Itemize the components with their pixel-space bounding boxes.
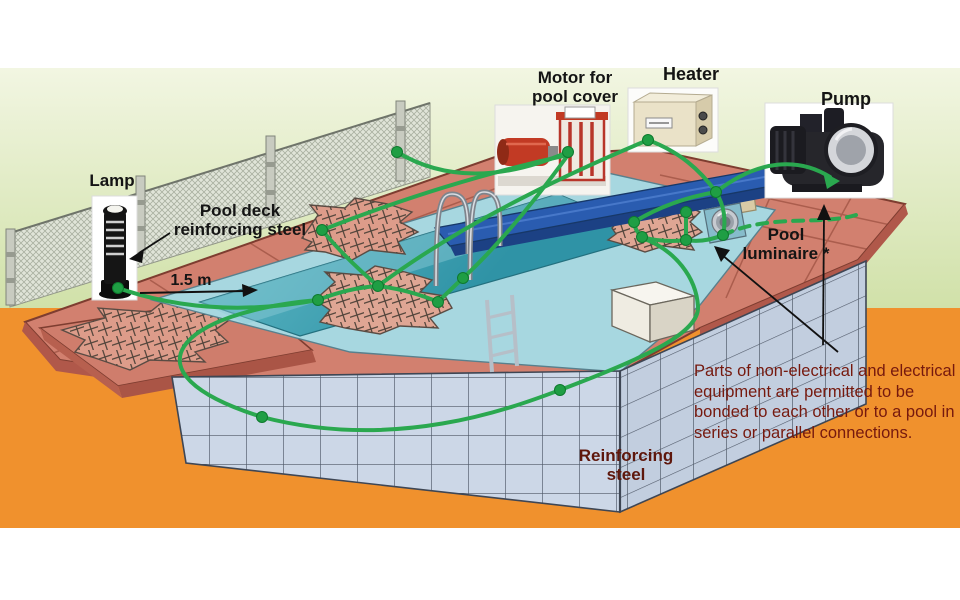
heater-label: Heater (662, 64, 720, 84)
pump-label: Pump (820, 89, 871, 109)
pool-deck-reinforcing-steel-label: Pool deck reinforcing steel (173, 201, 307, 240)
in-pool-ladder (485, 294, 519, 373)
bond-node (112, 282, 124, 294)
bonding-conductor (436, 153, 570, 304)
pointer-arrows (129, 204, 839, 353)
bonding-loop (177, 236, 701, 433)
bond-node (312, 294, 324, 306)
lamp-label: Lamp (89, 171, 135, 190)
bond-node (457, 272, 469, 284)
motor-for-pool-cover-label: Motor for pool cover (532, 68, 618, 107)
deck-box (609, 281, 697, 343)
pool-luminaire (703, 202, 747, 244)
bonding-conductor (632, 190, 718, 224)
bond-node (316, 224, 328, 236)
dimension-label: 1.5 m (170, 272, 212, 289)
pointer-arrow (817, 204, 831, 220)
bond-node (256, 411, 268, 423)
bonding-annotation-text: Parts of non-electrical and electrical e… (694, 362, 956, 442)
pool-cover-motor-illustration (494, 104, 611, 196)
bond-node (391, 146, 403, 158)
bond-node (628, 216, 640, 228)
pointer-arrow (129, 249, 144, 263)
reinforcing-steel-label: Reinforcing steel (578, 446, 674, 485)
reinforcing-mesh-patch (313, 265, 453, 335)
reinforcing-mesh-patch (59, 299, 234, 371)
bond-node (554, 384, 566, 396)
bonding-conductor (320, 153, 570, 232)
dimension-arrow (242, 284, 258, 297)
bond-node (372, 280, 384, 292)
bond-node (717, 229, 729, 241)
pool-luminaire-label: Pool luminaire * (742, 225, 830, 264)
bonding-conductor (376, 138, 650, 288)
bond-node (642, 134, 654, 146)
pointer-arrow (714, 246, 730, 262)
deck-edge-face (700, 204, 908, 340)
bond-nodes (112, 134, 729, 423)
bonding-conductor (714, 162, 832, 194)
bond-node (636, 231, 648, 243)
bond-node (562, 146, 574, 158)
bond-arrowhead (823, 172, 840, 189)
bonding-conductor (320, 228, 380, 288)
reinforcing-mesh-patch (300, 197, 420, 261)
bond-node (432, 296, 444, 308)
lamp-louvers (106, 220, 124, 256)
bond-node (710, 186, 722, 198)
bond-node (680, 234, 692, 246)
bond-node (680, 206, 692, 218)
dashed-bond-line (721, 213, 858, 237)
fence-top-wire (9, 102, 431, 234)
bonding-conductor (646, 138, 718, 194)
